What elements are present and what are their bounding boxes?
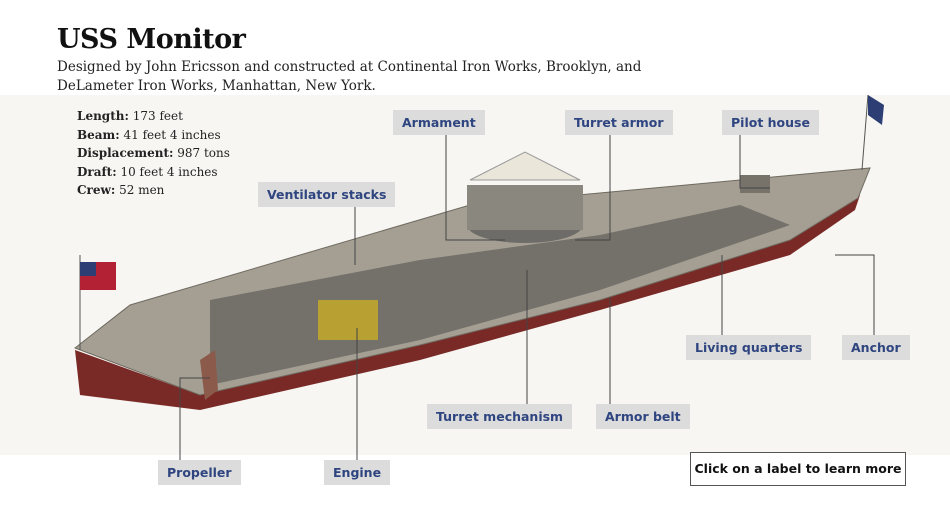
spec-length: Length: 173 feet xyxy=(77,109,183,123)
page-title: USS Monitor xyxy=(57,24,246,55)
label-propeller[interactable]: Propeller xyxy=(158,460,241,485)
label-living-quarters[interactable]: Living quarters xyxy=(686,335,812,360)
flag-pole-bow xyxy=(861,94,869,171)
spec-draft: Draft: 10 feet 4 inches xyxy=(77,164,218,179)
spec-beam: Beam: 41 feet 4 inches xyxy=(77,127,221,142)
label-turret-armor[interactable]: Turret armor xyxy=(565,110,673,135)
label-anchor[interactable]: Anchor xyxy=(842,335,910,360)
label-armament[interactable]: Armament xyxy=(393,110,485,135)
spec-crew: Crew: 52 men xyxy=(77,183,165,198)
us-flag-canton xyxy=(80,262,96,276)
spec-displacement: Displacement: 987 tons xyxy=(77,146,230,161)
hull xyxy=(75,195,860,410)
label-turret-mechanism[interactable]: Turret mechanism xyxy=(427,404,573,429)
label-engine[interactable]: Engine xyxy=(324,460,391,485)
turret-body xyxy=(467,185,583,230)
pilot-house-illustration xyxy=(740,175,770,193)
bow-flag xyxy=(868,95,884,125)
propeller-illustration xyxy=(200,350,218,400)
leader-lines xyxy=(179,135,875,460)
label-ventilator-stacks[interactable]: Ventilator stacks xyxy=(258,182,396,207)
specs-list: Length: 173 feet Beam: 41 feet 4 inches … xyxy=(77,107,230,200)
label-armor-belt[interactable]: Armor belt xyxy=(596,404,690,429)
subtitle: Designed by John Ericsson and constructe… xyxy=(57,59,642,94)
engine-illustration xyxy=(318,300,378,340)
turret-awning xyxy=(469,151,581,181)
label-pilot-house[interactable]: Pilot house xyxy=(722,110,819,135)
instruction-box: Click on a label to learn more xyxy=(690,452,906,486)
